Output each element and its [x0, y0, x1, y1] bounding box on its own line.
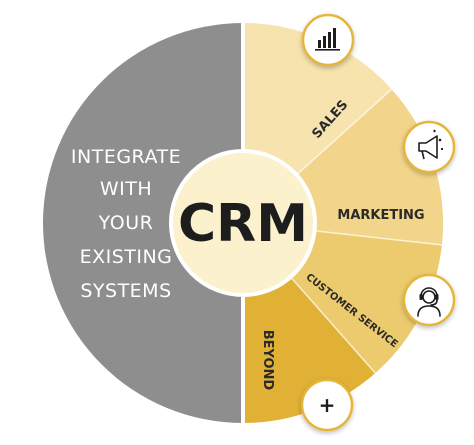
left-line-1: INTEGRATE — [71, 146, 181, 168]
sales-icon-badge[interactable] — [301, 13, 355, 67]
left-half — [43, 23, 243, 423]
customer-service-icon-badge[interactable] — [402, 273, 456, 327]
center-label: CRM — [178, 194, 308, 254]
left-line-3: YOUR — [98, 212, 154, 234]
beyond-icon-badge[interactable]: + — [300, 378, 354, 432]
center-circle — [169, 149, 317, 297]
marketing-icon-badge[interactable] — [402, 120, 456, 174]
left-line-2: WITH — [100, 178, 152, 200]
plus-icon: + — [319, 393, 336, 417]
segment-label-marketing: MARKETING — [337, 208, 424, 223]
segment-label-beyond: BEYOND — [260, 330, 275, 391]
headset-agent-icon — [417, 287, 441, 317]
megaphone-icon — [418, 129, 443, 160]
left-line-4: EXISTING — [80, 246, 173, 268]
left-panel-text: INTEGRATE WITH YOUR EXISTING SYSTEMS — [71, 146, 181, 302]
left-line-5: SYSTEMS — [80, 280, 171, 302]
bar-chart-icon — [315, 28, 340, 51]
